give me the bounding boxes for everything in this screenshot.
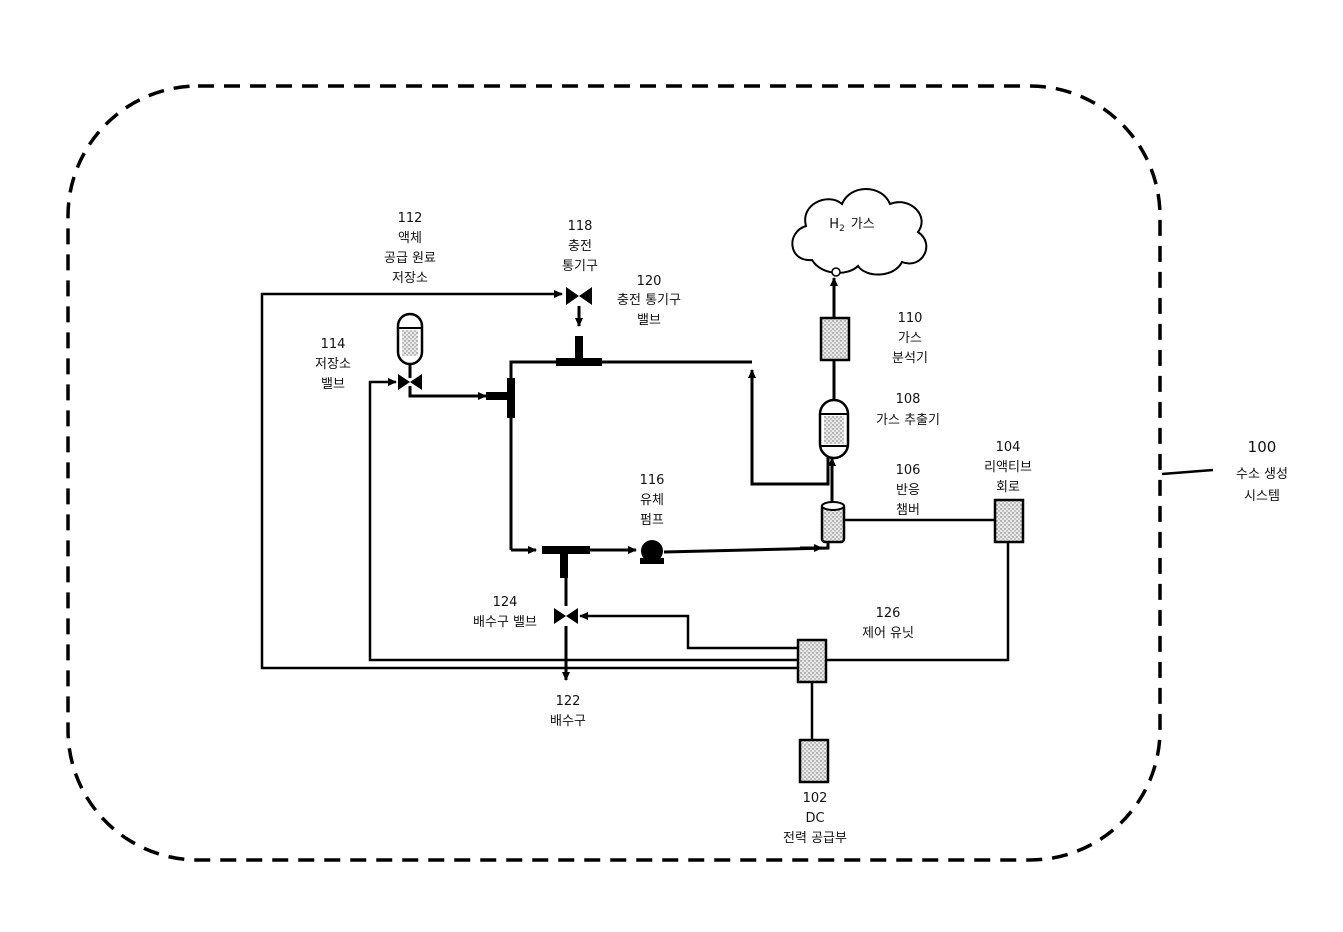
gas-analyzer-line1: 가스 (898, 331, 922, 346)
reaction-chamber-line2: 챔버 (896, 503, 920, 518)
fill-vent-valve-icon-right (579, 287, 592, 305)
fluid-pump-line1: 유체 (640, 493, 664, 508)
reactive-circuit-line1: 리액티브 (984, 460, 1032, 475)
reservoir-valve-line1: 저장소 (315, 357, 351, 372)
fill-vent-number: 118 (568, 219, 593, 234)
reservoir-valve-icon-right (410, 374, 422, 390)
control-unit-line1: 제어 유닛 (862, 626, 914, 641)
liquid-source-fill (402, 330, 418, 356)
fill-vent-line2: 통기구 (562, 259, 598, 274)
gas-analyzer-line2: 분석기 (892, 351, 928, 366)
wire-control-to-reservoir-valve (370, 382, 798, 660)
drain-number: 122 (556, 694, 581, 709)
h2-gas-label: H2가스 (829, 217, 874, 234)
bottom-tee (542, 546, 590, 554)
dc-supply-line1: DC (805, 811, 824, 826)
gas-analyzer-number: 110 (898, 311, 923, 326)
reaction-chamber-line1: 반응 (896, 483, 920, 498)
dc-supply-line2: 전력 공급부 (783, 831, 847, 846)
pipe-manifold-up (511, 362, 558, 378)
dc-supply (800, 740, 828, 782)
liquid-source-number: 112 (398, 211, 423, 226)
system-name-line1: 수소 생성 (1236, 467, 1288, 482)
pipe-extractor-return (752, 370, 828, 484)
fill-vent-valve-line2: 밸브 (637, 313, 661, 328)
reaction-chamber-number: 106 (896, 463, 921, 478)
fill-vent-valve-number: 120 (637, 274, 662, 289)
system-name-line2: 시스템 (1244, 489, 1280, 504)
fill-vent-line1: 충전 (568, 239, 592, 254)
drain-line1: 배수구 (550, 714, 586, 729)
drain-valve-number: 124 (493, 595, 518, 610)
control-unit-number: 126 (876, 606, 901, 621)
drain-valve-icon-right (566, 608, 578, 624)
manifold-tee-top (507, 378, 515, 418)
reservoir-valve-icon (398, 374, 410, 390)
manifold-tee-top-stub (486, 392, 508, 400)
liquid-source-line2: 공급 원료 (384, 251, 436, 266)
control-unit (798, 640, 826, 682)
reaction-chamber-cap (822, 502, 844, 510)
fluid-pump-base (640, 558, 664, 564)
gas-extractor-line1: 가스 추출기 (876, 413, 940, 428)
fluid-pump-line2: 펌프 (640, 513, 664, 528)
drain-valve-line1: 배수구 밸브 (473, 615, 537, 630)
gas-extractor-fill (824, 416, 844, 444)
liquid-source-line3: 저장소 (392, 271, 428, 286)
system-number: 100 (1248, 438, 1277, 456)
bottom-tee-stem (560, 554, 568, 578)
reactive-circuit-number: 104 (996, 440, 1021, 455)
wire-control-to-drain-valve (580, 616, 798, 648)
wire-control-to-reactive (826, 542, 1008, 660)
reactive-circuit-line2: 회로 (996, 480, 1020, 495)
gas-analyzer (821, 318, 849, 360)
gas-extractor-number: 108 (896, 392, 921, 407)
fill-vent-valve-icon (566, 287, 579, 305)
fluid-pump-number: 116 (640, 473, 665, 488)
fill-vent-valve-line1: 충전 통기구 (617, 293, 681, 308)
reservoir-valve-line2: 밸브 (321, 377, 345, 392)
reservoir-valve-number: 114 (321, 337, 346, 352)
liquid-source-line1: 액체 (398, 231, 422, 246)
reactive-circuit (995, 500, 1023, 542)
dc-supply-number: 102 (803, 791, 828, 806)
drain-valve-icon (554, 608, 566, 624)
fill-vent-tee-stem (575, 336, 583, 360)
system-leader-line (1162, 470, 1213, 474)
h2-gas-cloud (792, 189, 926, 276)
